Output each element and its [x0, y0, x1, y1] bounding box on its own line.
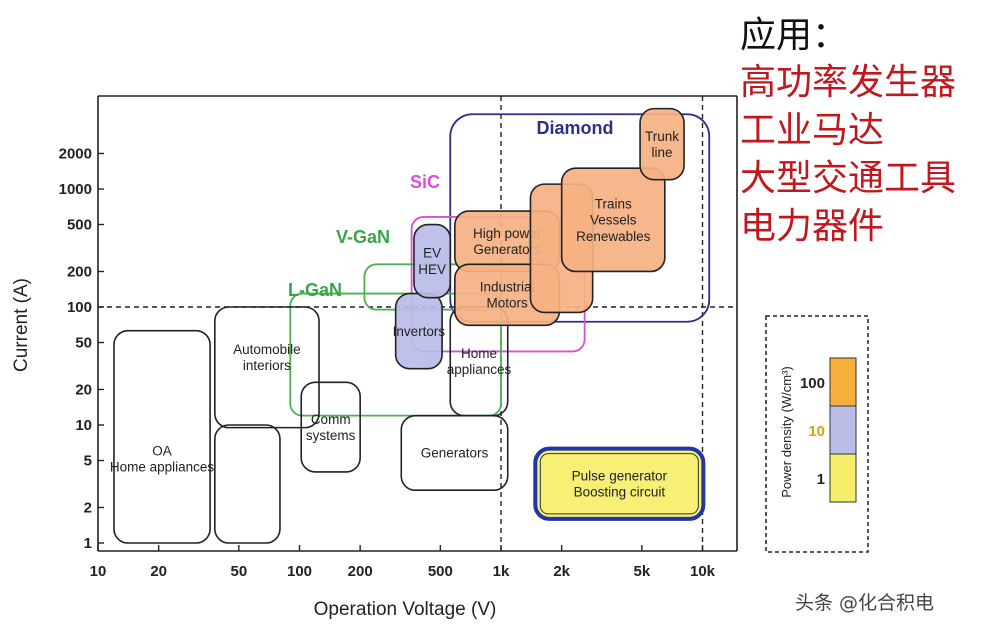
application-region-13	[639, 107, 685, 181]
legend-label-100: 100	[800, 375, 825, 392]
tech-region-l-gan	[289, 292, 502, 417]
application-region-12	[560, 167, 666, 273]
x-tick-label-7: 1k	[493, 563, 510, 580]
application-note: 应用： 高功率发生器 工业马达 大型交通工具 电力器件	[740, 15, 956, 247]
note-item-3: 大型交通工具	[740, 158, 956, 199]
application-label-1-line-2: Home appliances	[110, 460, 215, 475]
x-tick-label-10: 10k	[690, 563, 716, 580]
legend-title: Power density (W/cm³)	[779, 366, 794, 497]
application-region-14	[533, 446, 706, 521]
y-tick-label-3: 5	[84, 453, 92, 470]
application-label-1-line-1: OA	[152, 443, 172, 458]
y-tick-label-10: 1000	[59, 181, 92, 198]
x-axis-label: Operation Voltage (V)	[314, 599, 497, 620]
application-label-12-line-1: Trains	[595, 196, 632, 211]
tech-label-l-gan: L-GaN	[288, 280, 342, 300]
application-label-6-line-1: Home	[461, 346, 497, 361]
tech-region-diamond	[449, 113, 711, 323]
axis-ticks: 10 20 50 100 200 500 1k 2k 5k 10k 1 2 5 10 20 50 100 200 5…	[59, 145, 716, 580]
y-tick-label-5: 20	[75, 381, 92, 398]
legend-swatch-1	[829, 453, 857, 503]
application-label-7-line-1: Invertors	[393, 324, 446, 339]
tech-label-v-gan: V-GaN	[336, 227, 390, 247]
application-region-5	[400, 414, 509, 492]
note-heading: 应用：	[740, 15, 848, 56]
x-tick-label-2: 20	[150, 563, 167, 580]
application-label-9-line-1: High power	[473, 226, 542, 241]
application-label-13-line-2: line	[652, 145, 673, 160]
application-label-10-line-1: Industrial	[480, 279, 535, 294]
application-label-2-line-1: Automobile	[233, 342, 301, 357]
application-label-4-line-2: systems	[306, 428, 356, 443]
application-region-inner-14	[539, 453, 699, 515]
legend-entries: 100 10 1	[800, 357, 857, 503]
application-label-6-line-2: appliances	[447, 362, 512, 377]
application-label-13-line-1: Trunk	[645, 129, 679, 144]
y-tick-label-2: 2	[84, 499, 92, 516]
y-tick-label-4: 10	[75, 417, 92, 434]
application-region-1	[113, 329, 211, 544]
x-tick-label-9: 5k	[633, 563, 650, 580]
application-label-10-line-2: Motors	[487, 296, 529, 311]
application-label-14-line-1: Pulse generator	[572, 468, 668, 483]
application-label-2-line-2: interiors	[243, 358, 291, 373]
tech-label-diamond: Diamond	[536, 118, 613, 138]
y-tick-label-11: 2000	[59, 145, 92, 162]
x-tick-label-1: 10	[90, 563, 107, 580]
legend-swatch-10	[829, 405, 857, 455]
y-tick-label-9: 500	[67, 217, 92, 234]
y-tick-label-1: 1	[84, 535, 92, 552]
legend-frame	[765, 315, 869, 553]
plot-frame	[97, 95, 738, 552]
legend-swatch-100	[829, 357, 857, 407]
application-label-8-line-1: EV	[423, 246, 441, 261]
legend-label-1: 1	[817, 471, 825, 488]
y-tick-label-8: 200	[67, 263, 92, 280]
application-label-14-line-2: Boosting circuit	[574, 485, 666, 500]
x-tick-label-5: 200	[348, 563, 373, 580]
x-tick-label-6: 500	[428, 563, 453, 580]
application-label-5-line-1: Generators	[421, 446, 489, 461]
y-axis-label: Current (A)	[11, 278, 32, 372]
note-item-4: 电力器件	[740, 206, 884, 247]
watermark: 头条 @化合积电	[795, 592, 934, 614]
application-label-9-line-2: Generators	[473, 242, 541, 257]
y-tick-label-6: 50	[75, 335, 92, 352]
application-label-12-line-2: Vessels	[590, 213, 637, 228]
x-tick-label-8: 2k	[553, 563, 570, 580]
application-regions: OA Home appliances AutomobileinteriorsComm…	[110, 107, 706, 544]
note-item-1: 高功率发生器	[740, 62, 956, 103]
application-label-8-line-2: HEV	[418, 262, 446, 277]
application-region-8	[413, 223, 452, 299]
application-region-4	[300, 381, 361, 473]
y-tick-label-7: 100	[67, 299, 92, 316]
application-region-3	[214, 424, 281, 544]
x-tick-label-4: 100	[287, 563, 312, 580]
x-tick-label-3: 50	[230, 563, 247, 580]
application-region-2	[214, 306, 320, 429]
application-label-12-line-3: Renewables	[576, 229, 651, 244]
note-item-2: 工业马达	[740, 110, 884, 151]
power-density-legend: Power density (W/cm³) 100 10 1	[765, 315, 869, 553]
application-label-4-line-1: Comm	[311, 412, 351, 427]
tech-label-sic: SiC	[410, 172, 440, 192]
legend-label-10: 10	[808, 423, 825, 440]
